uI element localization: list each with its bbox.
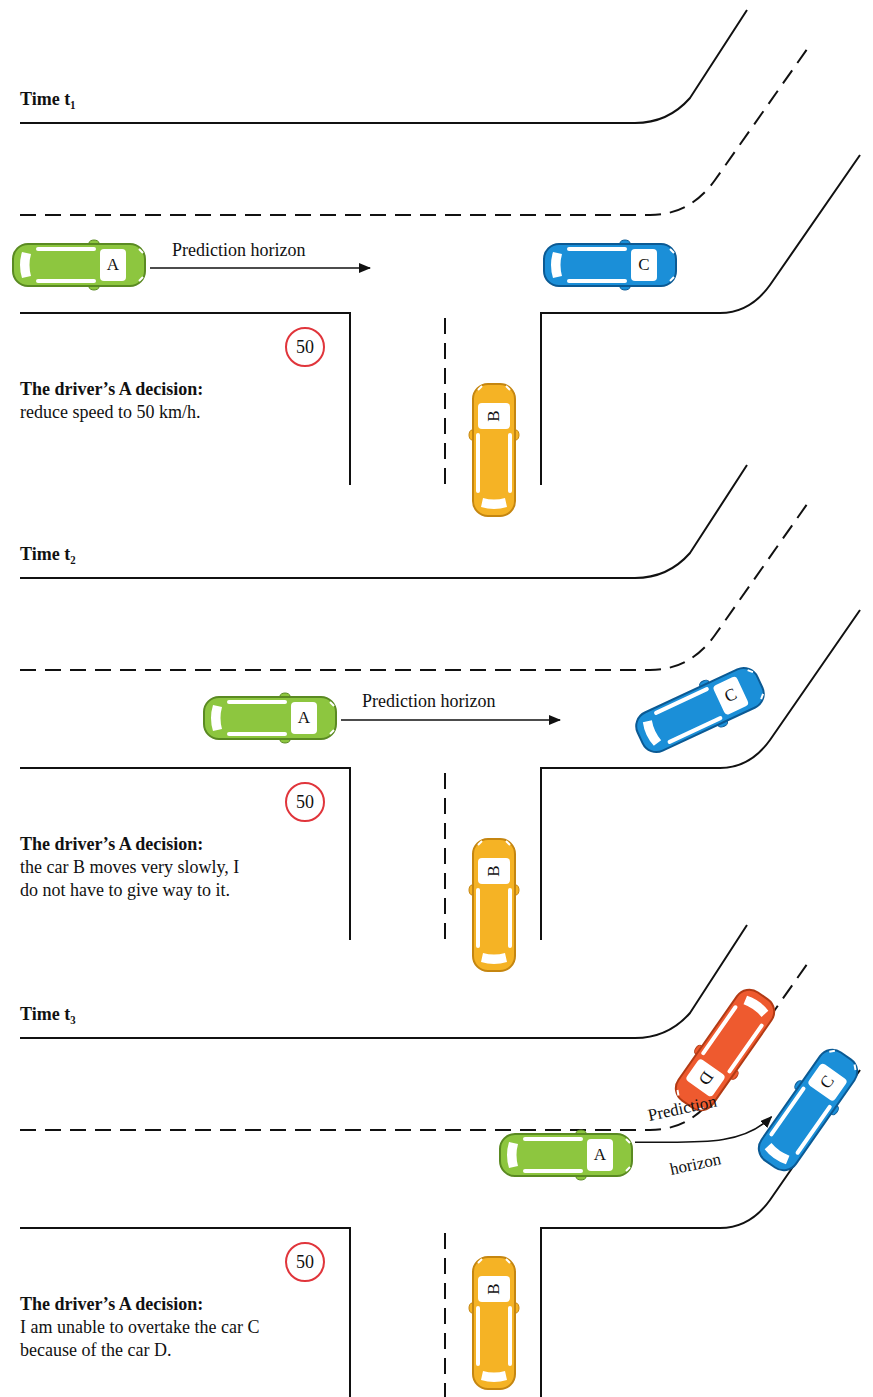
car: A [201, 692, 339, 744]
horizon-label: Prediction horizon [172, 239, 305, 262]
car-body [468, 1254, 520, 1392]
road-panel [20, 465, 860, 940]
car: B [468, 381, 520, 519]
horizon-arrow [150, 267, 370, 269]
car: A [497, 1129, 635, 1181]
panel-title: Time t₁ [20, 88, 76, 111]
car-body [468, 836, 520, 974]
car: B [468, 836, 520, 974]
horizon-label: Prediction horizon [362, 690, 495, 713]
road-panel [20, 10, 860, 485]
car-letter: A [587, 1139, 613, 1171]
horizon-arrow [341, 719, 560, 721]
decision-text: the car B moves very slowly, I do not ha… [20, 856, 244, 902]
car-letter: C [631, 249, 657, 281]
car: C [626, 657, 773, 762]
car: B [468, 1254, 520, 1392]
car: A [10, 239, 148, 291]
speed-limit-value: 50 [290, 337, 320, 358]
speed-limit-value: 50 [290, 1252, 320, 1273]
panel-title: Time t₂ [20, 543, 76, 566]
car-letter: B [478, 403, 510, 429]
car-body [10, 239, 148, 291]
horizon-label: horizon [668, 1147, 724, 1180]
car: C [747, 1039, 869, 1182]
decision-text: reduce speed to 50 km/h. [20, 401, 200, 424]
car-letter: B [478, 858, 510, 884]
panel-title: Time t₃ [20, 1003, 76, 1026]
car-body [468, 381, 520, 519]
speed-limit-value: 50 [290, 792, 320, 813]
car-body [541, 239, 679, 291]
car: C [541, 239, 679, 291]
road-panel [20, 925, 860, 1397]
car-body [626, 657, 773, 762]
car-body [201, 692, 339, 744]
speed-limit-sign: 50 [285, 782, 325, 822]
car-body [497, 1129, 635, 1181]
speed-limit-sign: 50 [285, 327, 325, 367]
speed-limit-sign: 50 [285, 1242, 325, 1282]
decision-text: I am unable to overtake the car C becaus… [20, 1316, 284, 1362]
car-letter: A [291, 702, 317, 734]
car-body [747, 1039, 869, 1182]
car-letter: A [100, 249, 126, 281]
decision-heading: The driver’s A decision: [20, 833, 203, 856]
decision-heading: The driver’s A decision: [20, 378, 203, 401]
car-letter: B [478, 1276, 510, 1302]
decision-heading: The driver’s A decision: [20, 1293, 203, 1316]
